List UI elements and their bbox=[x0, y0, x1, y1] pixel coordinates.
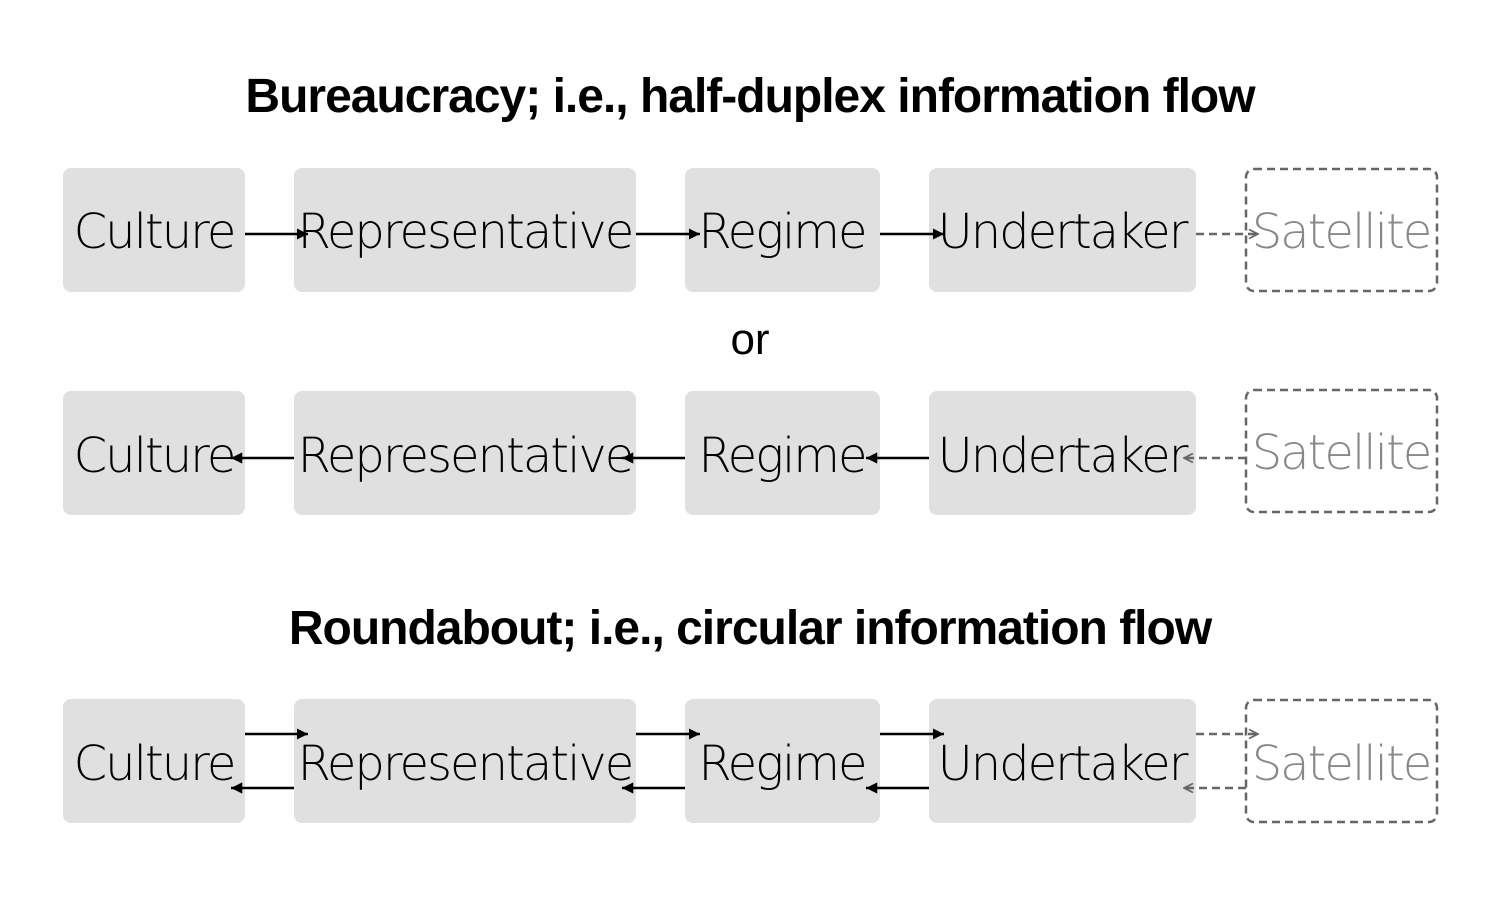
node-label: Undertaker bbox=[938, 428, 1189, 484]
roundabout-title: Roundabout; i.e., circular information f… bbox=[289, 602, 1213, 655]
node-label: Satellite bbox=[1252, 425, 1431, 481]
node-label: Regime bbox=[698, 204, 865, 260]
node-label: Representative bbox=[298, 204, 633, 260]
node-representative: Representative bbox=[294, 391, 636, 515]
node-regime: Regime bbox=[685, 391, 880, 515]
node-label: Regime bbox=[698, 428, 865, 484]
node-regime: Regime bbox=[685, 168, 880, 292]
node-undertaker: Undertaker bbox=[929, 391, 1196, 515]
bureaucracy-title: Bureaucracy; i.e., half-duplex informati… bbox=[245, 70, 1256, 123]
or-separator: or bbox=[730, 315, 769, 364]
row-backward-flow: Culture Representative Regime Undertaker… bbox=[63, 388, 1439, 515]
node-label: Representative bbox=[298, 736, 633, 792]
node-regime: Regime bbox=[685, 699, 880, 823]
row-forward-flow: Culture Representative Regime Undertaker… bbox=[63, 167, 1439, 293]
node-culture: Culture bbox=[63, 168, 245, 292]
node-satellite: Satellite bbox=[1244, 698, 1439, 824]
node-satellite: Satellite bbox=[1244, 167, 1439, 293]
node-satellite: Satellite bbox=[1244, 388, 1439, 514]
node-label: Culture bbox=[74, 204, 235, 260]
node-undertaker: Undertaker bbox=[929, 699, 1196, 823]
node-label: Regime bbox=[698, 736, 865, 792]
row-circular-flow: Culture Representative Regime Undertaker… bbox=[63, 698, 1439, 824]
node-culture: Culture bbox=[63, 391, 245, 515]
node-undertaker: Undertaker bbox=[929, 168, 1196, 292]
node-label: Undertaker bbox=[938, 736, 1189, 792]
node-label: Satellite bbox=[1252, 204, 1431, 260]
node-representative: Representative bbox=[294, 168, 636, 292]
node-culture: Culture bbox=[63, 699, 245, 823]
node-label: Culture bbox=[74, 736, 235, 792]
node-label: Satellite bbox=[1252, 736, 1431, 792]
node-label: Representative bbox=[298, 428, 633, 484]
node-representative: Representative bbox=[294, 699, 636, 823]
node-label: Culture bbox=[74, 428, 235, 484]
node-label: Undertaker bbox=[938, 204, 1189, 260]
